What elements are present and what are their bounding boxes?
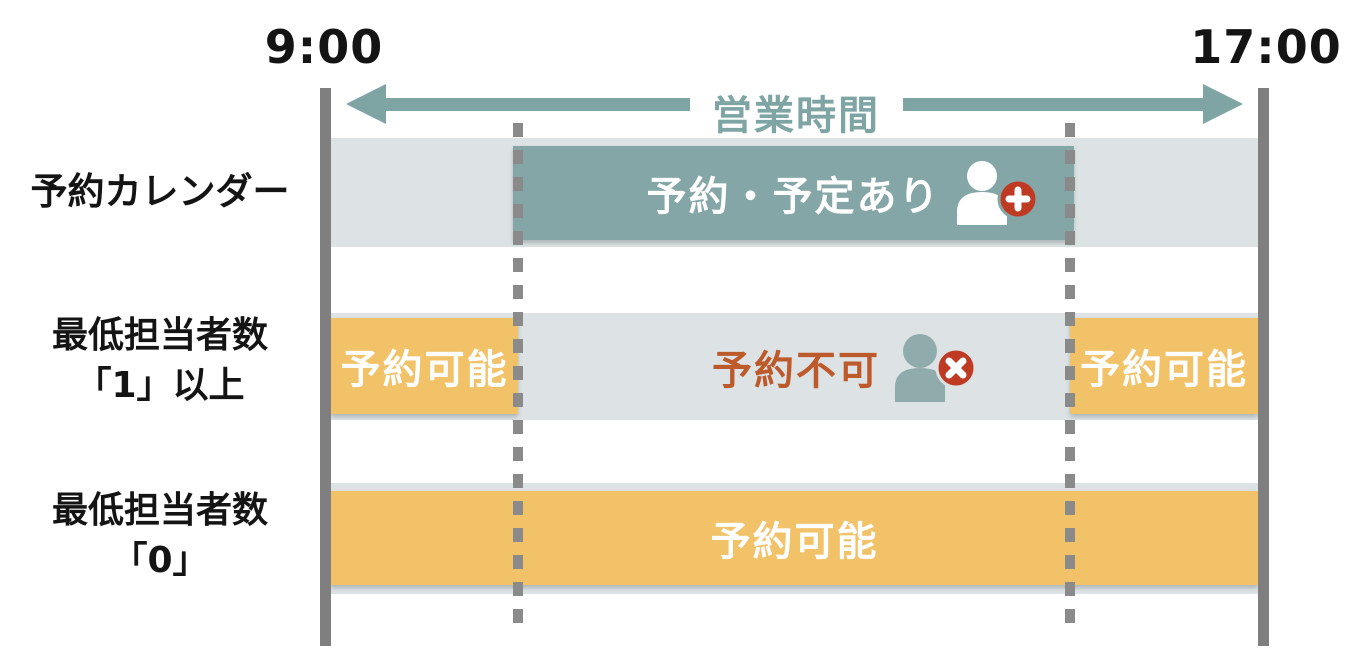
min-staff-zero-row-label: 最低担当者数 「0」	[8, 486, 312, 587]
unavailable-label: 予約不可	[712, 347, 880, 394]
closing-time-line	[1258, 88, 1269, 646]
min-staff-one-label-line1: 最低担当者数	[51, 315, 268, 356]
reservation-start-dashed-line	[513, 123, 523, 623]
min-staff-one-label-line2: 「1」以上	[75, 365, 245, 407]
business-hours-arrow-shaft-right	[903, 98, 1212, 111]
available-bar-right: 予約可能	[1070, 318, 1258, 414]
calendar-row-label: 予約カレンダー	[30, 170, 290, 213]
available-bar-full: 予約可能	[331, 491, 1258, 585]
min-staff-zero-label-line1: 最低担当者数	[51, 490, 268, 531]
available-bar-left: 予約可能	[331, 318, 518, 414]
available-bar-left-label: 予約可能	[340, 347, 509, 393]
min-staff-zero-label-line2: 「0」	[111, 540, 209, 582]
busy-bar-label: 予約・予定あり	[646, 174, 941, 220]
opening-time-line	[320, 88, 331, 646]
arrow-left-head-icon	[346, 84, 386, 124]
business-hours-label: 営業時間	[712, 93, 880, 139]
person-add-icon	[955, 161, 1039, 229]
business-hours-arrow-shaft-left	[374, 98, 690, 111]
available-bar-full-label: 予約可能	[710, 519, 879, 565]
start-time-label: 9:00	[264, 20, 384, 74]
end-time-label: 17:00	[1190, 20, 1342, 74]
available-bar-right-label: 予約可能	[1080, 347, 1248, 393]
person-x-icon	[893, 334, 977, 406]
arrow-right-head-icon	[1203, 84, 1243, 124]
reservation-end-dashed-line	[1065, 123, 1075, 623]
min-staff-one-row-label: 最低担当者数 「1」以上	[8, 311, 312, 412]
